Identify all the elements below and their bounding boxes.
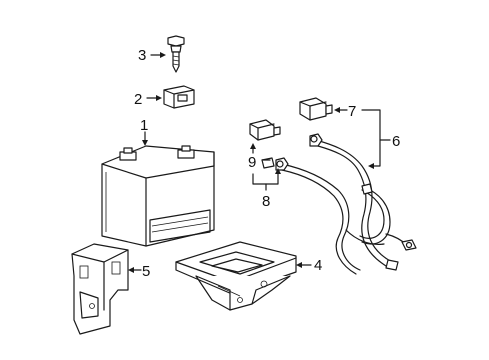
battery-tray-part bbox=[175, 241, 297, 311]
callout-8: 8 bbox=[262, 193, 270, 210]
callout-6: 6 bbox=[392, 133, 400, 150]
cable-harness-part bbox=[261, 133, 417, 275]
callout-9: 9 bbox=[248, 154, 256, 171]
battery-part bbox=[101, 145, 215, 247]
callout-3: 3 bbox=[138, 47, 146, 64]
clamp-part bbox=[163, 85, 195, 109]
callout-7: 7 bbox=[348, 103, 356, 120]
callout-1: 1 bbox=[140, 117, 148, 134]
cover-part bbox=[299, 97, 333, 121]
terminal-part bbox=[249, 119, 281, 141]
bolt-part bbox=[167, 35, 185, 73]
bracket-part bbox=[71, 243, 129, 335]
leader-lines bbox=[128, 52, 391, 273]
callout-4: 4 bbox=[314, 257, 322, 274]
callout-2: 2 bbox=[134, 91, 142, 108]
callout-5: 5 bbox=[142, 263, 150, 280]
